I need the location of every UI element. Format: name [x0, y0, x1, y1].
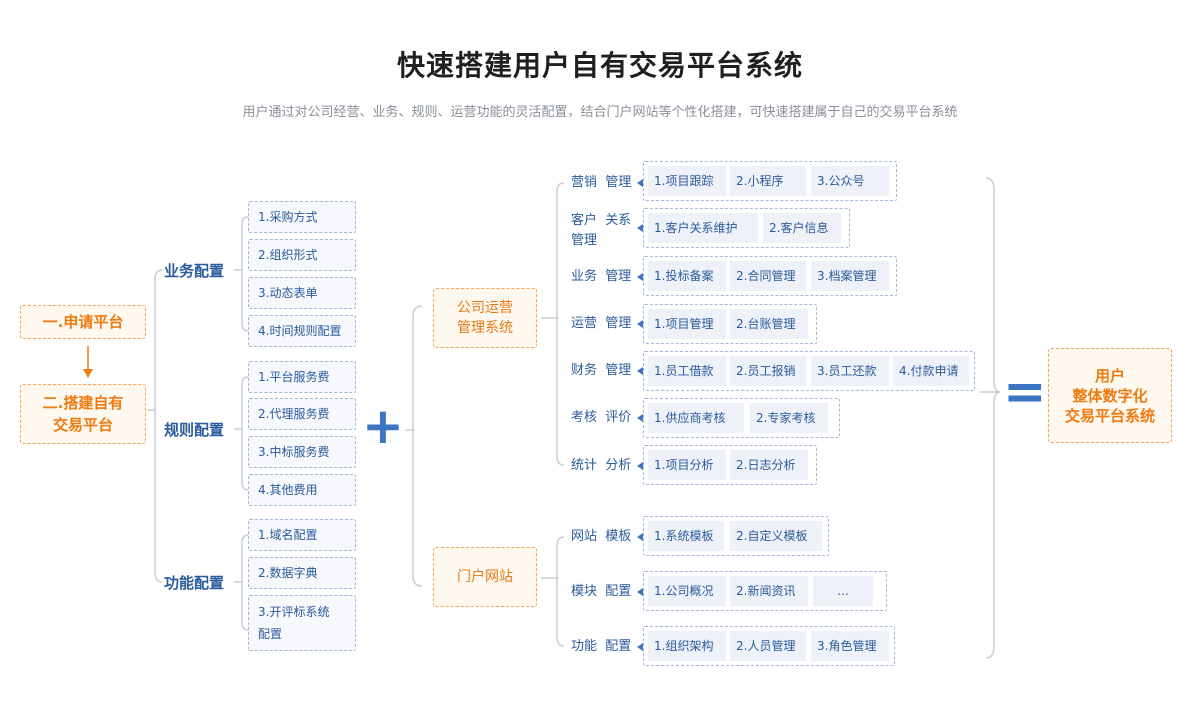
config-item: 4.其他费用 [248, 474, 356, 506]
config-item: 3.开评标系统 配置 [248, 595, 356, 651]
config-item: 2.数据字典 [248, 557, 356, 589]
feature-chip: 1.员工借款 [648, 356, 726, 386]
feature-chip: 2.台账管理 [730, 309, 808, 339]
config-item: 1.采购方式 [248, 201, 356, 233]
result-system-box: 用户 整体数字化 交易平台系统 [1048, 348, 1172, 443]
portal-website-box: 门户网站 [433, 547, 537, 607]
feature-chip: 1.组织架构 [648, 631, 726, 661]
feature-chip: 1.公司概况 [648, 576, 726, 606]
chip-group: 1.系统模板 2.自定义模板 [643, 516, 829, 556]
feature-chip: 2.自定义模板 [730, 521, 822, 551]
feature-chip: 2.合同管理 [730, 261, 806, 291]
operations-system-label: 公司运营 管理系统 [457, 300, 513, 336]
feature-chip: 3.员工还款 [811, 356, 889, 386]
pointer-icon [637, 224, 643, 232]
pointer-icon [637, 533, 643, 541]
equals-icon: = [1003, 362, 1047, 422]
row-label: 考核 评价 [571, 410, 632, 425]
category-business-config: 业务配置 [164, 262, 225, 280]
feature-chip: 2.日志分析 [730, 450, 808, 480]
result-system-label: 用户 整体数字化 交易平台系统 [1064, 366, 1155, 425]
feature-chip: 1.系统模板 [648, 521, 724, 551]
chip-group: 1.组织架构 2.人员管理 3.角色管理 [643, 626, 895, 666]
feature-chip: 1.项目管理 [648, 309, 726, 339]
config-item: 4.时间规则配置 [248, 315, 356, 347]
feature-chip: 1.项目跟踪 [648, 166, 726, 196]
chip-group: 1.项目管理 2.台账管理 [643, 304, 817, 344]
chip-group: 1.项目分析 2.日志分析 [643, 445, 817, 485]
feature-chip: 1.供应商考核 [648, 403, 744, 433]
feature-chip: 2.专家考核 [750, 403, 828, 433]
config-item: 2.代理服务费 [248, 398, 356, 430]
feature-chip: 1.客户关系维护 [648, 213, 758, 243]
feature-chip: 1.项目分析 [648, 450, 726, 480]
row-label: 运营 管理 [571, 316, 632, 331]
row-label: 业务 管理 [571, 269, 632, 284]
operations-system-box: 公司运营 管理系统 [433, 288, 537, 348]
chip-group: 1.客户关系维护 2.客户信息 [643, 208, 850, 248]
feature-chip: 2.新闻资讯 [730, 576, 808, 606]
portal-website-label: 门户网站 [457, 569, 513, 585]
pointer-icon [637, 367, 643, 375]
row-label: 统计 分析 [571, 458, 632, 473]
row-label: 客户 关系 管理 [571, 213, 632, 248]
config-item: 3.动态表单 [248, 277, 356, 309]
more-chip: ... [813, 576, 873, 606]
chip-group: 1.供应商考核 2.专家考核 [643, 398, 840, 438]
page-title: 快速搭建用户自有交易平台系统 [396, 49, 803, 82]
category-rules-config: 规则配置 [164, 421, 225, 439]
pointer-icon [637, 273, 643, 281]
row-label: 网站 模板 [571, 529, 632, 544]
feature-chip: 1.投标备案 [648, 261, 726, 291]
chip-group: 1.员工借款 2.员工报销 3.员工还款 4.付款申请 [643, 351, 975, 391]
feature-chip: 4.付款申请 [893, 356, 969, 386]
config-item: 2.组织形式 [248, 239, 356, 271]
config-item: 1.平台服务费 [248, 361, 356, 393]
feature-chip: 2.小程序 [730, 166, 806, 196]
chip-group: 1.投标备案 2.合同管理 3.档案管理 [643, 256, 897, 296]
feature-chip: 2.人员管理 [730, 631, 806, 661]
step-build-platform: 二.搭建自有 交易平台 [20, 384, 146, 444]
feature-chip: 3.角色管理 [811, 631, 889, 661]
pointer-icon [637, 320, 643, 328]
row-label: 财务 管理 [571, 363, 632, 378]
plus-icon: + [362, 397, 404, 455]
step-apply-platform-label: 一.申请平台 [42, 313, 124, 331]
category-function-config: 功能配置 [164, 574, 225, 592]
row-label: 功能 配置 [571, 639, 632, 654]
pointer-icon [637, 588, 643, 596]
step-build-platform-label: 二.搭建自有 交易平台 [42, 394, 124, 434]
pointer-icon [637, 179, 643, 187]
pointer-icon [637, 643, 643, 651]
feature-chip: 3.档案管理 [811, 261, 889, 291]
row-label: 营销 管理 [571, 175, 632, 190]
feature-chip: 3.公众号 [811, 166, 889, 196]
config-item: 3.中标服务费 [248, 436, 356, 468]
feature-chip: 2.员工报销 [730, 356, 806, 386]
chip-group: 1.项目跟踪 2.小程序 3.公众号 [643, 161, 897, 201]
feature-chip: 2.客户信息 [763, 213, 841, 243]
row-label: 模块 配置 [571, 584, 632, 599]
pointer-icon [637, 462, 643, 470]
step-apply-platform: 一.申请平台 [20, 305, 146, 339]
chip-group: 1.公司概况 2.新闻资讯 ... [643, 571, 887, 611]
pointer-icon [637, 414, 643, 422]
config-item: 1.域名配置 [248, 519, 356, 551]
page-subtitle: 用户通过对公司经营、业务、规则、运营功能的灵活配置，结合门户网站等个性化搭建，可… [242, 105, 958, 120]
